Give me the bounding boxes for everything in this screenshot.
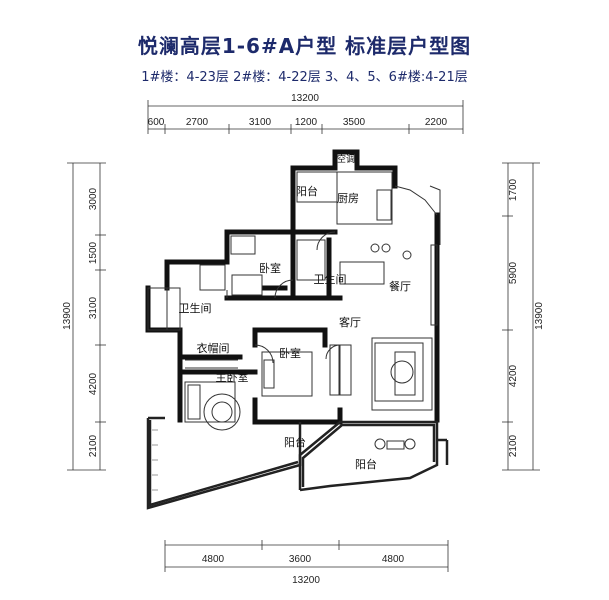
dim-bottom-2: 3600: [289, 554, 312, 565]
room-balcony-top: 阳台: [296, 184, 318, 198]
dim-top-5: 3500: [343, 117, 366, 128]
dim-left-4: 4200: [88, 372, 99, 395]
room-wardrobe: 衣帽间: [197, 341, 230, 355]
room-bedroom-small: 卧室: [259, 261, 281, 275]
dim-right-total: 13900: [534, 302, 545, 330]
dim-top-3: 3100: [249, 117, 272, 128]
dim-bottom-total: 13200: [292, 575, 320, 586]
plan-subtitle: 1#楼：4-23层 2#楼：4-22层 3、4、5、6#楼:4-21层: [141, 70, 468, 85]
dimension-lines: [67, 100, 540, 572]
dim-top-2: 2700: [186, 117, 209, 128]
room-bathroom-left: 卫生间: [179, 301, 212, 315]
dim-left-1: 3000: [88, 187, 99, 210]
thin-walls: [147, 171, 441, 450]
room-aircon: 空调: [337, 153, 355, 165]
room-living: 客厅: [339, 315, 361, 329]
room-bathroom-right: 卫生间: [314, 272, 347, 286]
dim-top-6: 2200: [425, 117, 448, 128]
room-kitchen: 厨房: [337, 192, 359, 205]
dim-right-4: 2100: [508, 434, 519, 457]
balcony-outlines: [146, 416, 449, 510]
railing-hatch: [152, 429, 158, 491]
dim-bottom-1: 4800: [202, 554, 225, 565]
dim-bottom-3: 4800: [382, 554, 405, 565]
room-balcony-big: 阳台: [355, 457, 377, 471]
dim-right-3: 4200: [508, 364, 519, 387]
dim-left-5: 2100: [88, 434, 99, 457]
room-master-bedroom: 主卧室: [216, 370, 249, 384]
dim-right-2: 5900: [508, 261, 519, 284]
room-dining: 餐厅: [389, 279, 411, 293]
dim-top-total: 13200: [291, 93, 319, 104]
room-bedroom-mid: 卧室: [279, 346, 301, 360]
dim-left-total: 13900: [62, 302, 73, 330]
room-balcony-small: 阳台: [284, 435, 306, 449]
dim-right-1: 1700: [508, 178, 519, 201]
dim-left-3: 3100: [88, 296, 99, 319]
plan-title: 悦澜高层1-6#A户型 标准层户型图: [137, 34, 472, 58]
dim-top-4: 1200: [295, 117, 318, 128]
dim-top-1: 600: [148, 117, 165, 128]
dim-left-2: 1500: [88, 241, 99, 264]
